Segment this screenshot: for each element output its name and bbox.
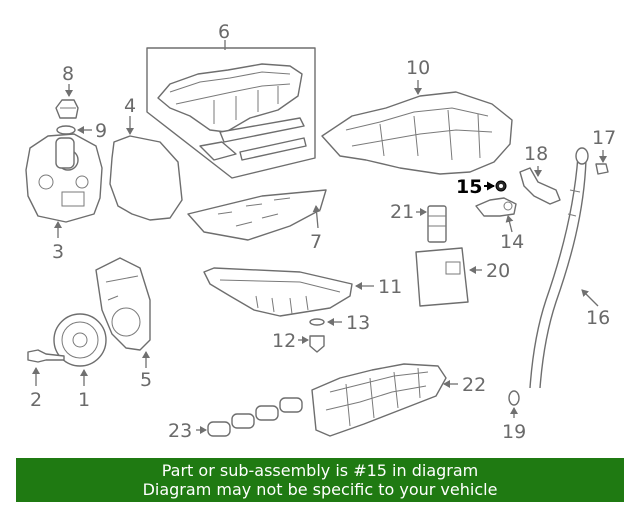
part-21-oil-level-sensor (427, 205, 447, 243)
part-19-tube-seal (508, 390, 520, 406)
leader-14 (505, 215, 514, 233)
callout-16: 16 (586, 307, 610, 329)
engine-parts-diagram: 6 8 9 4 10 3 7 17 18 15 14 21 20 11 16 1… (25, 21, 616, 443)
callout-1: 1 (78, 389, 90, 411)
part-11-oil-pan (203, 267, 353, 317)
callout-23: 23 (168, 420, 192, 442)
part-2-pulley-bolt (27, 349, 65, 363)
leader-16 (581, 289, 599, 307)
callout-14: 14 (500, 231, 524, 253)
callout-17: 17 (592, 127, 616, 149)
part-15-bolt (495, 180, 507, 192)
part-22-intake-manifold (311, 363, 447, 437)
part-8-oil-filler-cap (55, 99, 79, 119)
info-banner: Part or sub-assembly is #15 in diagram D… (16, 458, 624, 502)
banner-line-2: Diagram may not be specific to your vehi… (142, 480, 498, 499)
part-12-drain-plug (309, 335, 325, 353)
callout-2: 2 (30, 389, 42, 411)
banner-line-1: Part or sub-assembly is #15 in diagram (161, 461, 479, 480)
part-18-dipstick-bracket (519, 167, 561, 205)
callout-8: 8 (62, 63, 74, 85)
callout-3: 3 (52, 241, 64, 263)
callout-13: 13 (346, 312, 370, 334)
part-13-drain-washer (309, 318, 325, 326)
callout-10: 10 (406, 57, 430, 79)
callout-6: 6 (218, 21, 230, 43)
callout-12: 12 (272, 330, 296, 352)
part-9-cap-seal (56, 125, 76, 135)
part-6-valve-cover (146, 47, 316, 179)
callout-9: 9 (95, 120, 107, 142)
callout-7: 7 (310, 231, 322, 253)
leader-7 (312, 205, 321, 229)
part-3-front-cover (25, 133, 103, 223)
part-23-intake-gaskets (207, 397, 303, 437)
part-5-timing-cover (95, 257, 151, 351)
callout-18: 18 (524, 143, 548, 165)
part-16-dipstick-tube (529, 147, 589, 389)
callout-22: 22 (462, 374, 486, 396)
callout-4: 4 (124, 95, 136, 117)
part-10-engine-block (321, 91, 513, 175)
part-14-sensor (475, 197, 517, 217)
part-4-cover-gasket (109, 135, 183, 221)
part-17-clip (595, 163, 609, 175)
leader-lines (32, 40, 607, 434)
callout-15: 15 (456, 176, 482, 198)
callout-20: 20 (486, 260, 510, 282)
callout-19: 19 (502, 421, 526, 443)
part-20-control-module (415, 247, 469, 307)
part-7-oil-baffle (187, 189, 327, 241)
callout-numbers: 6 8 9 4 10 3 7 17 18 15 14 21 20 11 16 1… (30, 21, 616, 443)
callout-21: 21 (390, 201, 414, 223)
part-1-crankshaft-pulley (53, 313, 107, 367)
callout-5: 5 (140, 369, 152, 391)
callout-11: 11 (378, 276, 402, 298)
